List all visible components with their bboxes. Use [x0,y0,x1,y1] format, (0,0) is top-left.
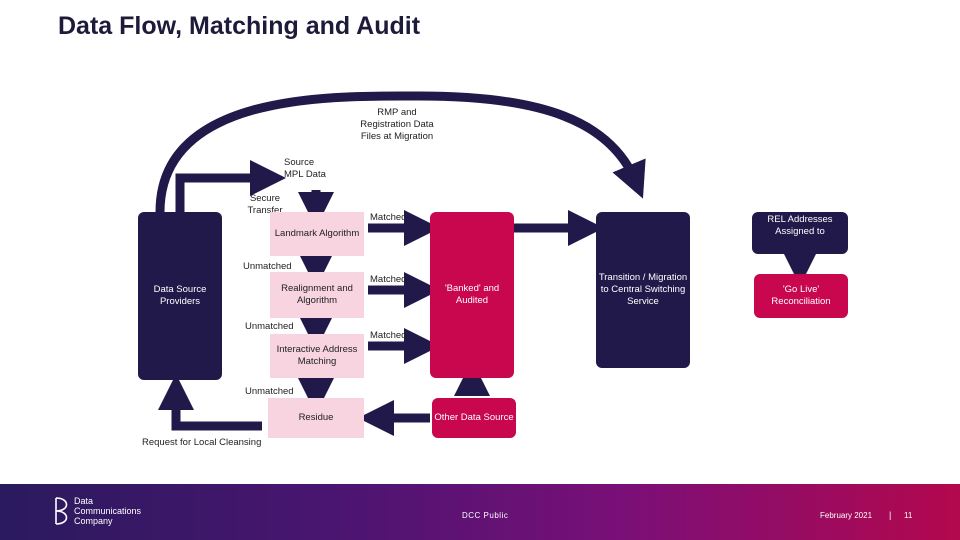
footer-date: February 2021 [820,511,873,520]
unmatched-label-2: Unmatched [245,321,294,332]
arc-arrow [155,91,646,213]
source-mpl-label: Source MPL Data [284,157,326,180]
dcc-logo-text: Data Communications Company [74,496,142,526]
data-source-providers-box: Data Source Providers [138,212,222,380]
realignment-box: Realignment and Algorithm [270,272,364,318]
matched-label-3: Matched [370,330,407,341]
landmark-box: Landmark Algorithm [270,212,364,256]
page-title: Data Flow, Matching and Audit [58,12,421,40]
interactive-box: Interactive Address Matching [270,334,364,378]
transition-box: Transition / Migration to Central Switch… [596,212,690,368]
page-number: 11 [904,511,913,520]
footer-separator: | [889,510,892,520]
source-mpl-arrow [175,160,286,212]
unmatched-label-1: Unmatched [243,261,292,272]
other-source-box: Other Data Source [432,398,516,438]
classification-label: DCC Public [462,511,509,520]
dcc-logo-icon [55,497,68,525]
rel-box: REL Addresses Assigned to [752,212,848,254]
cleansing-arrow [158,374,262,431]
footer-bar: Data Communications Company DCC Public F… [0,484,960,540]
request-cleansing-label: Request for Local Cleansing [142,437,262,448]
matched-label-2: Matched [370,274,407,285]
secure-transfer-label: Secure Transfer [247,193,283,216]
rmp-label: RMP and Registration Data Files at Migra… [360,107,434,142]
banked-box: 'Banked' and Audited [430,212,514,378]
matched-label-1: Matched [370,212,407,223]
residue-box: Residue [268,398,364,438]
flow-arrows [155,91,818,436]
unmatched-label-3: Unmatched [245,386,294,397]
go-live-box: 'Go Live' Reconciliation [754,274,848,318]
